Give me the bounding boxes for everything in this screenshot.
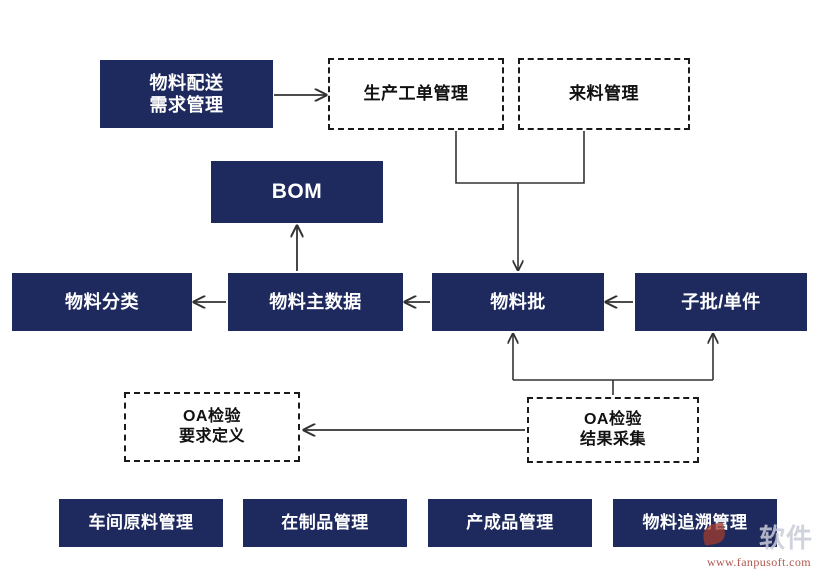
node-oa-inspection-requirement[interactable]: OA检验 要求定义: [124, 392, 300, 462]
node-sub-batch-unit[interactable]: 子批/单件: [635, 273, 807, 331]
node-label-oa-inspection-result: OA检验 结果采集: [579, 411, 646, 448]
node-label-finished-product: 产成品管理: [466, 513, 554, 533]
node-label-work-in-progress: 在制品管理: [281, 513, 369, 533]
watermark-url: www.fanpusoft.com: [706, 555, 811, 569]
node-label-bom: BOM: [271, 179, 323, 203]
edge-oaresult-fork-up: [513, 334, 713, 395]
node-label-material-category: 物料分类: [65, 291, 139, 312]
watermark-logo-icon: [701, 522, 727, 546]
node-label-material-master-data: 物料主数据: [269, 291, 362, 312]
node-material-batch[interactable]: 物料批: [432, 273, 604, 331]
edge-workorder-incoming-merge-to-batch: [455, 131, 585, 270]
node-workshop-raw-material[interactable]: 车间原料管理: [59, 499, 223, 547]
node-oa-inspection-result[interactable]: OA检验 结果采集: [527, 397, 699, 463]
node-label-sub-batch-unit: 子批/单件: [681, 291, 761, 312]
node-bom[interactable]: BOM: [211, 161, 383, 223]
node-label-material-batch: 物料批: [490, 291, 546, 312]
node-material-delivery-demand[interactable]: 物料配送 需求管理: [100, 60, 273, 128]
node-label-workshop-raw-material: 车间原料管理: [88, 513, 194, 533]
node-incoming-material[interactable]: 来料管理: [518, 58, 690, 130]
node-label-production-work-order: 生产工单管理: [363, 84, 469, 104]
node-finished-product[interactable]: 产成品管理: [428, 499, 592, 547]
node-label-incoming-material: 来料管理: [569, 84, 639, 104]
node-material-master-data[interactable]: 物料主数据: [228, 273, 403, 331]
node-material-category[interactable]: 物料分类: [12, 273, 192, 331]
node-work-in-progress[interactable]: 在制品管理: [243, 499, 407, 547]
watermark-brand: 软件: [758, 523, 813, 553]
node-production-work-order[interactable]: 生产工单管理: [328, 58, 504, 130]
watermark: 软件 www.fanpusoft.com: [667, 516, 817, 572]
node-label-material-delivery-demand: 物料配送 需求管理: [149, 72, 224, 116]
node-label-oa-inspection-requirement: OA检验 要求定义: [178, 408, 245, 445]
